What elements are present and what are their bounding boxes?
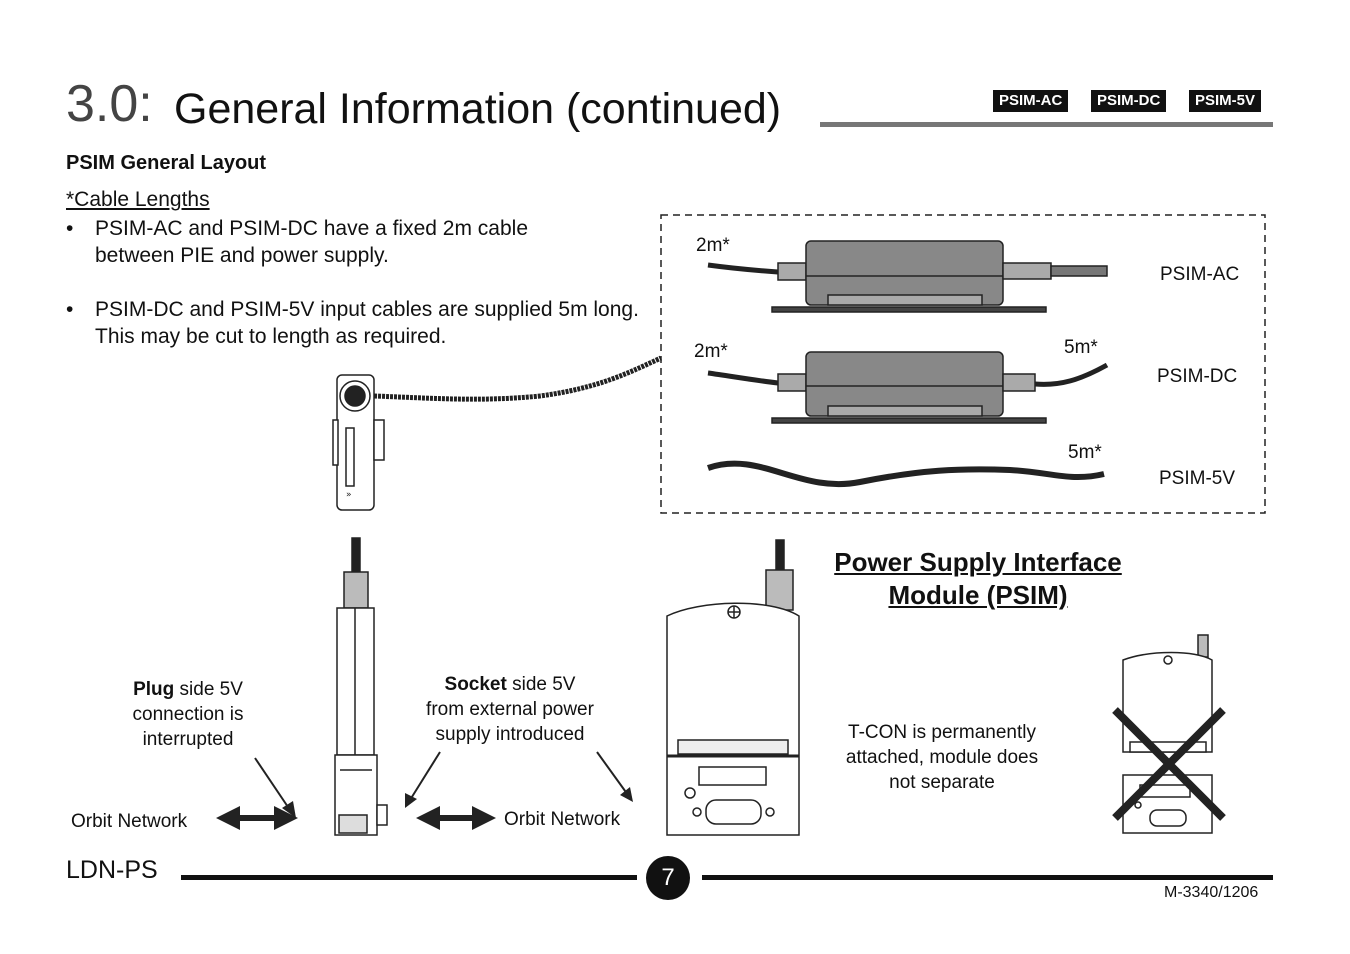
plug-caption-line3: interrupted	[142, 729, 234, 750]
psim-module-separated	[1122, 634, 1213, 834]
socket-pointer-arrowhead	[405, 793, 417, 808]
bullet-dot: •	[66, 298, 74, 321]
tcon-caption: T-CON is permanently attached, module do…	[830, 720, 1054, 795]
psim-ac-label: PSIM-AC	[1160, 264, 1240, 285]
network-right-label: Orbit Network	[504, 809, 621, 830]
footer-rule	[702, 875, 1273, 880]
footer-rule	[181, 875, 637, 880]
socket-pointer-arrow	[409, 751, 441, 801]
psim-title-line1: Power Supply Interface	[834, 547, 1122, 577]
plug-caption-bold: Plug	[133, 679, 175, 700]
bullet-dot: •	[66, 217, 74, 240]
psim-ac-supply	[707, 240, 1108, 313]
psim-dc-label: PSIM-DC	[1157, 366, 1238, 387]
plug-caption-line2: connection is	[132, 704, 244, 725]
variants-dashed-box	[660, 214, 1266, 514]
badge-psim-ac: PSIM-AC	[993, 90, 1069, 112]
psim-5v-cable-length: 5m*	[1068, 442, 1102, 463]
plug-pointer-arrowhead	[282, 801, 296, 818]
badge-psim-5v: PSIM-5V	[1189, 90, 1262, 112]
footer-product: LDN-PS	[66, 856, 158, 884]
psim-5v-label: PSIM-5V	[1159, 468, 1236, 489]
network-left-arrow	[216, 806, 298, 830]
socket-caption-line2: from external power	[426, 699, 594, 720]
pie-cable	[373, 355, 663, 402]
badge-psim-dc: PSIM-DC	[1091, 90, 1167, 112]
document-id: M-3340/1206	[1164, 884, 1259, 901]
pie-unit: »	[332, 374, 385, 511]
plug-pointer-arrow	[254, 757, 291, 811]
socket-pointer-arrowhead	[620, 787, 633, 802]
plug-caption-rest: side 5V	[174, 679, 243, 700]
bullet-text: PSIM-DC and PSIM-5V input cables are sup…	[95, 298, 639, 348]
psim-title: Power Supply Interface Module (PSIM)	[800, 546, 1156, 612]
psim-ac-cable-length: 2m*	[696, 235, 730, 256]
bullet-item: • PSIM-DC and PSIM-5V input cables are s…	[66, 296, 646, 350]
psim-5v-cable	[707, 460, 1105, 488]
network-right-arrow	[416, 806, 496, 830]
tcon-caption-line: attached, module does	[845, 747, 1039, 768]
socket-caption-bold: Socket	[444, 674, 507, 695]
title-rule	[820, 122, 1273, 127]
network-left-label: Orbit Network	[71, 811, 188, 832]
tcon-caption-line: not separate	[889, 772, 995, 793]
bullet-item: • PSIM-AC and PSIM-DC have a fixed 2m ca…	[66, 215, 646, 269]
page-title: General Information (continued)	[174, 85, 782, 133]
tcon-caption-line: T-CON is permanently	[848, 722, 1036, 743]
not-separable-x	[1112, 707, 1226, 821]
socket-caption-line3: supply introduced	[435, 724, 585, 745]
psim-module	[666, 539, 800, 836]
svg-text:»: »	[346, 490, 352, 500]
psim-dc-cable-length-left: 2m*	[694, 341, 728, 362]
socket-caption: Socket side 5V from external power suppl…	[405, 672, 615, 747]
psim-title-line2: Module (PSIM)	[888, 580, 1068, 610]
page-number: 7	[646, 856, 690, 900]
section-number: 3.0:	[66, 75, 153, 133]
cable-lengths-title: *Cable Lengths	[66, 188, 210, 211]
pie-plug-assembly	[334, 537, 388, 836]
socket-caption-rest: side 5V	[506, 674, 576, 695]
section-heading: PSIM General Layout	[66, 152, 267, 174]
psim-dc-supply	[707, 351, 1109, 424]
bullet-text: PSIM-AC and PSIM-DC have a fixed 2m cabl…	[95, 217, 529, 267]
psim-dc-cable-length-right: 5m*	[1064, 337, 1098, 358]
plug-caption: Plug side 5V connection is interrupted	[108, 677, 268, 752]
socket-pointer-arrow	[596, 751, 629, 796]
